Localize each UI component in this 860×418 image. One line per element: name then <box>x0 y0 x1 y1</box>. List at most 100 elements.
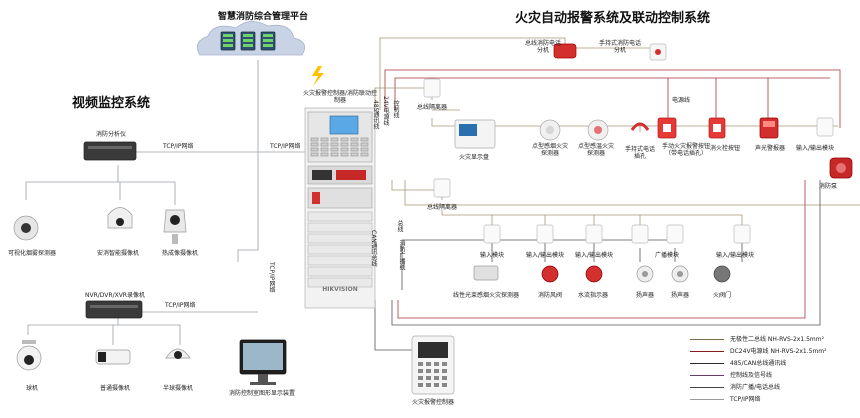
phone-jack-label: 手持式电话插孔 <box>624 146 655 160</box>
bus-phone-icon <box>553 43 577 59</box>
legend-text: DC24V电源线 NH-RVS-2x1.5mm² <box>730 348 827 355</box>
alarm-unit-label: 火灾报警控制器 <box>411 399 455 406</box>
heat-detector-label: 点型感温火灾探测器 <box>577 143 614 157</box>
cam-label-thermal: 热成像摄像机 <box>161 250 199 257</box>
vlabel-fire-bus: 总线 <box>396 220 403 232</box>
cam-label-smoke-visual: 可视化烟雾探测器 <box>7 250 57 257</box>
manual-alarm-window <box>663 124 671 132</box>
legend-text: 控制线及信号线 <box>730 372 773 379</box>
ptz-mount <box>22 340 36 344</box>
phone-jack-icon <box>630 122 650 131</box>
vlabel-broadcast: 消防广播线 <box>398 240 405 270</box>
display-base <box>250 382 276 385</box>
server-led <box>243 34 253 37</box>
legend-item: 消防广播/电话总线 <box>690 382 855 394</box>
legend-swatch <box>690 339 724 340</box>
bus-isolator-1-label: 总线隔离器 <box>416 104 448 111</box>
controller-key <box>340 152 349 157</box>
bullet-camera-lens <box>98 352 106 362</box>
ctrl-wire-right <box>404 180 860 206</box>
cabinet-slot <box>307 277 373 288</box>
io-module-1-icon <box>536 224 554 244</box>
visual-smoke-detector-lens <box>21 223 31 233</box>
water-indicator-icon <box>585 265 603 283</box>
video-system-title: 视频监控系统 <box>72 96 151 111</box>
legend-item: 无极性二总线 NH-RVS-2x1.5mm² <box>690 334 855 346</box>
fire-valve-icon <box>541 265 559 283</box>
legend-swatch <box>690 375 724 376</box>
ptz-lens <box>24 355 34 365</box>
fire-valve-label: 消防风阀 <box>537 292 563 299</box>
nvr-label: NVR/DVR/XVR录像机 <box>85 292 145 299</box>
controller-key <box>330 137 339 142</box>
io-module-top-label: 输入/输出模块 <box>795 145 835 152</box>
controller-key <box>350 137 359 142</box>
thermal-camera-mount <box>172 234 178 244</box>
alarm-unit-screen <box>418 342 448 358</box>
alarm-unit-key <box>418 369 423 373</box>
in-module-icon <box>483 224 501 244</box>
legend-text: TCP/IP网络 <box>730 396 761 403</box>
fire-display-label: 火灾显示盘 <box>458 154 490 161</box>
server-led <box>243 44 253 47</box>
alarm-unit-key <box>426 369 431 373</box>
controller-key <box>350 142 359 147</box>
display-stand <box>258 374 268 382</box>
vlabel-ctrl: 控制线 <box>392 100 399 118</box>
hydrant-window <box>713 124 721 132</box>
alarm-unit-key <box>434 369 439 373</box>
alarm-unit-key <box>434 383 439 387</box>
analyzer-label: 消防分析仪 <box>96 131 127 138</box>
in-module-label: 输入模块 <box>479 252 505 259</box>
manual-alarm-label: 手动火灾报警按钮（带电话插孔） <box>661 143 710 157</box>
cabinet-slot <box>307 244 373 255</box>
io-1-label: 输入/输出模块 <box>525 252 565 259</box>
controller-key <box>340 147 349 152</box>
vlabel-24v: 24V电源线 <box>382 96 389 126</box>
tcp-label-analyzer: TCP/IP网络 <box>163 143 194 150</box>
legend-swatch <box>690 399 724 400</box>
alarm-unit-key <box>434 376 439 380</box>
io-2-label: 输入/输出模块 <box>574 252 614 259</box>
power-wire-top-2 <box>394 77 830 110</box>
server-led <box>263 34 273 37</box>
fire-gate-label: 火阀门 <box>712 292 732 299</box>
phone-wire-top <box>379 37 566 110</box>
controller-key <box>320 152 329 157</box>
speaker-1-label: 扬声器 <box>635 292 655 299</box>
alarm-unit-key <box>418 376 423 380</box>
power-panel <box>307 187 373 209</box>
controller-key <box>340 142 349 147</box>
vlabel-tcp: TCP/IP网络 <box>268 262 275 293</box>
cabinet-slot <box>307 233 373 244</box>
tcp-wire-platform-display <box>237 60 259 262</box>
heat-detector-center <box>594 126 602 134</box>
broadcast-strip <box>336 170 366 180</box>
legend-item: 485/CAN总线通讯线 <box>690 358 855 370</box>
legend-item: TCP/IP网络 <box>690 394 855 406</box>
controller-key <box>320 137 329 142</box>
broadcast-display <box>312 170 332 180</box>
controller-key <box>350 152 359 157</box>
controller-key <box>330 142 339 147</box>
tcp-label-platform: TCP/IP网络 <box>270 143 301 150</box>
fire-system-title: 火灾自动报警系统及联动控制系统 <box>515 11 711 26</box>
controller-key <box>320 142 329 147</box>
can-wire <box>374 300 412 351</box>
controller-key <box>360 137 369 142</box>
legend-text: 485/CAN总线通讯线 <box>730 360 787 367</box>
broadcast-wire <box>401 239 640 290</box>
legend-text: 无极性二总线 NH-RVS-2x1.5mm² <box>730 336 824 343</box>
tcp-wire-top-cams <box>25 181 176 205</box>
sound-light-lens <box>763 121 775 127</box>
cam-label-bullet: 普通摄像机 <box>99 385 131 392</box>
broadcast-module-2-icon <box>666 224 684 244</box>
alarm-unit-key <box>442 369 447 373</box>
controller-key <box>320 147 329 152</box>
controller-key <box>310 147 319 152</box>
beam-detector-icon <box>473 265 499 281</box>
graphic-display-screen <box>243 343 283 370</box>
power-wire-top <box>384 69 841 128</box>
bus-isolator-2-label: 总线隔离器 <box>426 204 458 211</box>
legend-item: 控制线及信号线 <box>690 370 855 382</box>
